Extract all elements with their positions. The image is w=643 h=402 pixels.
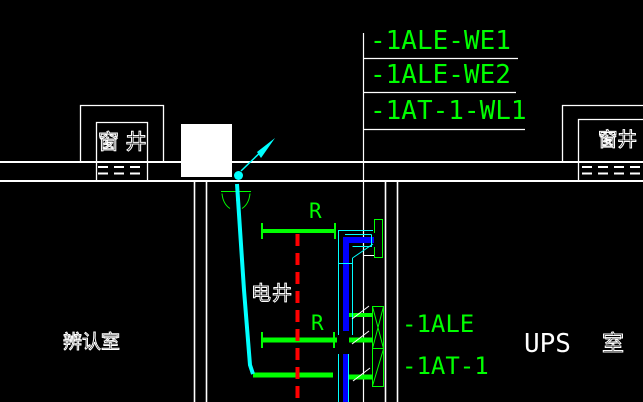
cable-node-dot <box>234 171 243 180</box>
room-label-identification: 辨认室 <box>62 331 121 353</box>
equipment-box-x-diag2 <box>372 306 384 349</box>
window-well-right-inner <box>577 118 643 181</box>
riser-symbol-arc-right <box>241 193 251 209</box>
room-label-ups: UPS <box>524 329 571 359</box>
feeder-label-2: -1ALE-WE2 <box>370 60 511 90</box>
feeder-label-3: -1AT-1-WL1 <box>370 96 527 126</box>
panel-label-2: -1AT-1 <box>402 352 489 380</box>
window-well-left-outer <box>79 104 165 162</box>
cable-arrowhead <box>257 138 275 158</box>
riser-mark-2: R <box>311 311 324 335</box>
room-label-window-well-left: 窗井 <box>98 130 153 154</box>
equipment-box-diag-line <box>372 348 384 387</box>
panel-label-1: -1ALE <box>402 310 475 338</box>
column-filled <box>181 124 232 177</box>
break-slash-3 <box>352 367 371 382</box>
window-well-right-outer <box>561 104 643 162</box>
window-well-left-inner <box>95 121 149 181</box>
equipment-box-diag <box>372 348 384 387</box>
break-slash-2 <box>351 330 370 345</box>
cable-riser <box>235 183 255 375</box>
terminal-box <box>374 219 383 258</box>
riser-mark-1: R <box>309 199 322 223</box>
feeder-label-1: -1ALE-WE1 <box>370 26 511 56</box>
room-label-electrical-shaft: 电井 <box>251 281 293 305</box>
riser-symbol-arc-left <box>221 193 231 209</box>
room-label-window-well-right: 窗井 <box>597 128 638 151</box>
room-label-ups-suffix: 室 <box>601 332 625 357</box>
break-slash-1 <box>351 305 370 320</box>
